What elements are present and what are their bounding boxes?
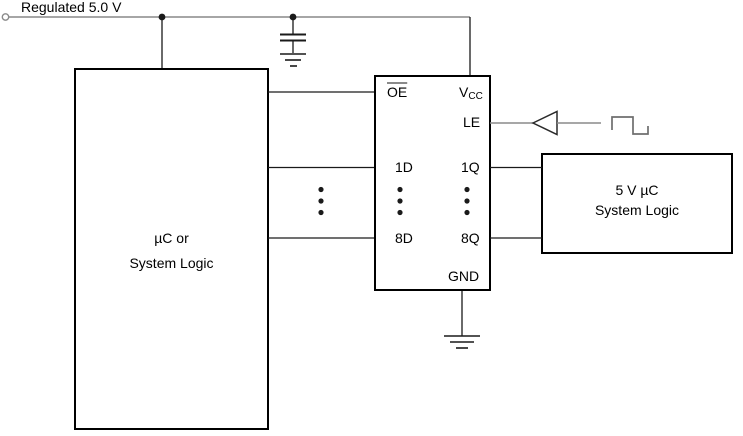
ic-pin-8q: 8Q: [461, 230, 480, 246]
ic-pin-8d: 8D: [395, 230, 413, 246]
left-logic-block: µC or System Logic: [74, 68, 269, 430]
ic-pin-1q: 1Q: [461, 159, 480, 175]
latch-ic-block: [374, 75, 491, 291]
right-block-line2: System Logic: [594, 202, 680, 218]
left-block-line1: µC or: [154, 230, 189, 246]
left-block-line2: System Logic: [129, 255, 214, 271]
ic-pin-le: LE: [463, 114, 481, 130]
ic-pin-1d: 1D: [395, 159, 413, 175]
ic-pin-vcc-sub: CC: [468, 91, 483, 102]
ic-pin-vcc: VCC: [459, 85, 483, 104]
right-block-line1: 5 V µC: [615, 182, 659, 198]
right-logic-block: 5 V µC System Logic: [541, 153, 733, 254]
ic-pin-vcc-main: V: [459, 84, 469, 100]
right-block-label: 5 V µC System Logic: [543, 180, 731, 220]
ic-pin-oe: OE: [387, 84, 408, 100]
ic-pin-gnd: GND: [448, 268, 480, 284]
power-rail-label: Regulated 5.0 V: [21, 0, 122, 15]
left-block-label: µC or System Logic: [76, 226, 267, 276]
